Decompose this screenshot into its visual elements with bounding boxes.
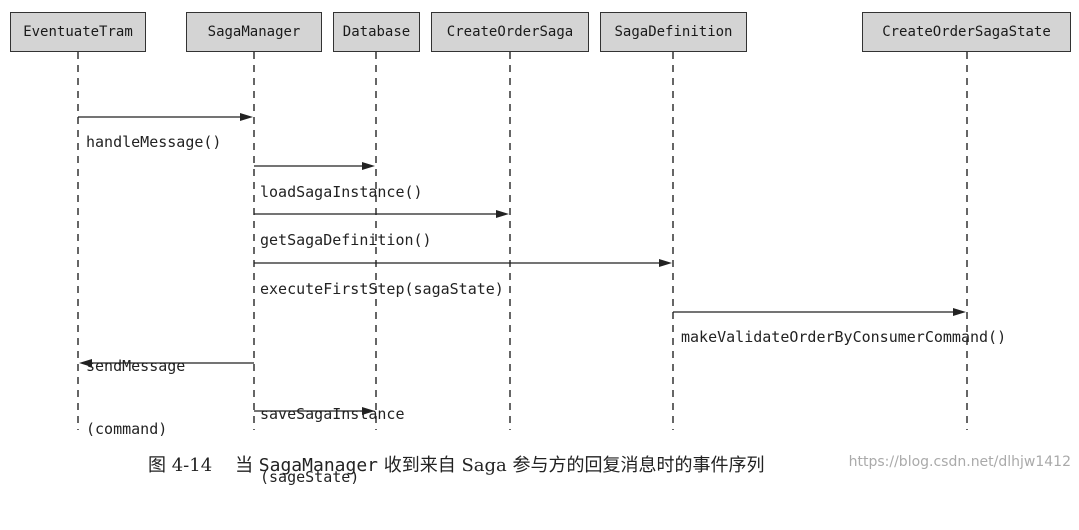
label-line: sendMessage — [86, 357, 186, 375]
caption-figure-number: 图 4-14 — [148, 455, 213, 476]
arrow-head — [240, 113, 253, 121]
caption-prefix: 当 — [235, 455, 254, 476]
label-line: makeValidateOrderByConsumerCommand() — [681, 328, 1007, 346]
label-line: saveSagaInstance — [260, 405, 405, 423]
arrow-head — [79, 359, 92, 367]
message-arrow — [254, 210, 509, 218]
arrow-head — [362, 407, 375, 415]
message-arrow — [673, 308, 966, 316]
message-arrow — [78, 113, 253, 121]
message-label-save-saga-instance: saveSagaInstance (sageState) — [260, 362, 405, 530]
caption-class-name: SagaManager — [258, 455, 379, 476]
participant-saga-manager: SagaManager — [186, 12, 322, 52]
arrow-head — [953, 308, 966, 316]
message-label-get-saga-definition: getSagaDefinition() — [260, 188, 432, 293]
sequence-diagram: EventuateTram SagaManager Database Creat… — [10, 12, 1071, 486]
arrow-head — [496, 210, 509, 218]
message-label-handle-message: handleMessage() — [86, 90, 221, 195]
arrow-head — [362, 162, 375, 170]
watermark: https://blog.csdn.net/dlhjw1412 — [848, 454, 1071, 470]
message-label-send-message: sendMessage (command) — [86, 314, 185, 482]
message-label-make-validate-order-command: makeValidateOrderByConsumerCommand() — [681, 285, 1006, 390]
participant-eventuate-tram: EventuateTram — [10, 12, 146, 52]
participant-create-order-saga-state: CreateOrderSagaState — [862, 12, 1071, 52]
caption-suffix: 收到来自 Saga 参与方的回复消息时的事件序列 — [383, 455, 765, 476]
label-line: handleMessage() — [86, 133, 222, 151]
message-arrow — [254, 162, 375, 170]
arrow-head — [659, 259, 672, 267]
diagram-canvas — [77, 52, 968, 430]
message-arrow — [254, 259, 672, 267]
label-line: getSagaDefinition() — [260, 231, 432, 249]
label-line: (command) — [86, 420, 168, 438]
participant-database: Database — [333, 12, 420, 52]
label-line: executeFirstStep(sagaState) — [260, 280, 504, 298]
participant-saga-definition: SagaDefinition — [600, 12, 747, 52]
message-arrow — [79, 359, 254, 367]
message-arrow — [254, 407, 375, 415]
participant-create-order-saga: CreateOrderSaga — [431, 12, 589, 52]
label-line: loadSagaInstance() — [260, 183, 423, 201]
message-label-execute-first-step: executeFirstStep(sagaState) — [260, 237, 504, 342]
message-label-load-saga-instance: loadSagaInstance() — [260, 140, 423, 245]
figure-caption: 图 4-14 当 SagaManager 收到来自 Saga 参与方的回复消息时… — [148, 451, 765, 477]
